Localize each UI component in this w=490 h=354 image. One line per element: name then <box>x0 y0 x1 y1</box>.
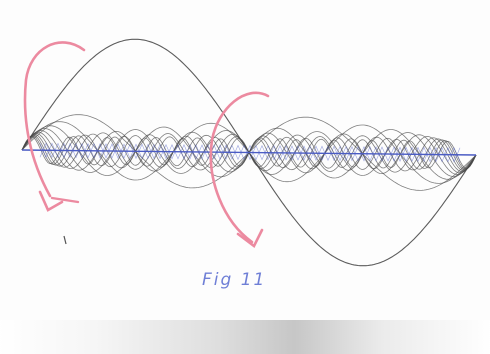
curved-arrow-left <box>23 41 86 198</box>
axis-hatching-1 <box>39 142 461 163</box>
arrow-stub-left <box>50 196 80 204</box>
figure-caption: Fig 11 <box>202 270 267 290</box>
scan-shadow <box>0 320 490 354</box>
baseline-axis <box>21 149 477 156</box>
arrowhead-center <box>236 228 264 248</box>
axis-hatching-2 <box>39 142 461 163</box>
pencil-tick <box>63 235 67 245</box>
curved-arrow-center <box>209 91 270 244</box>
annotation-arrows <box>23 41 270 248</box>
arrowhead-left <box>38 190 64 212</box>
